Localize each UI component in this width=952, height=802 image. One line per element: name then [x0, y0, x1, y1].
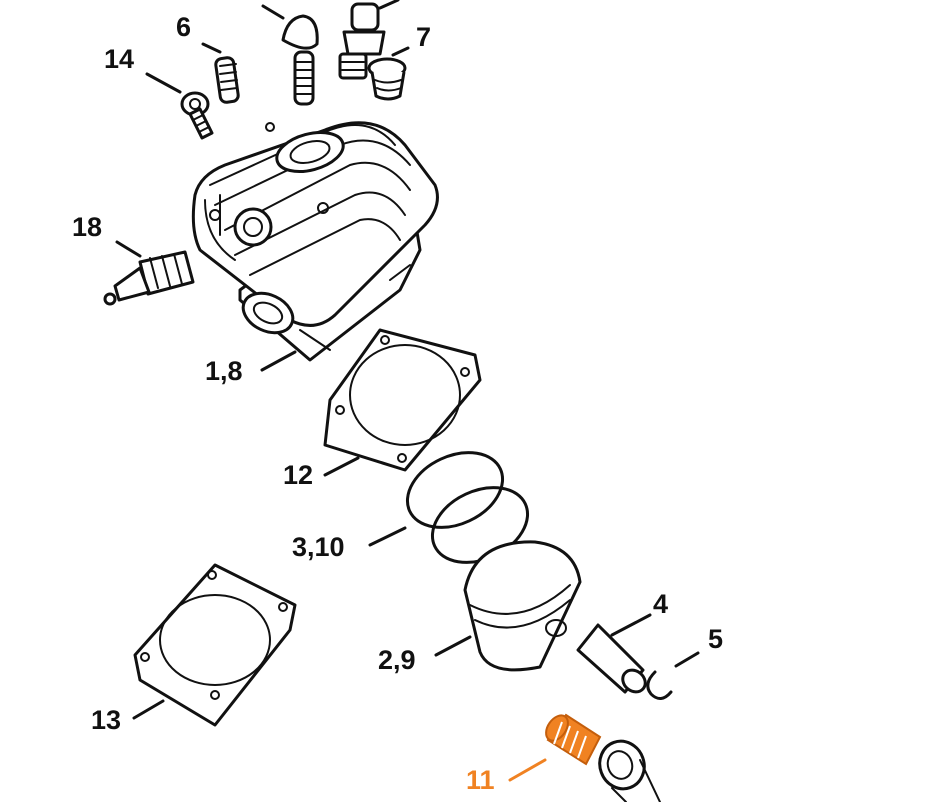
part-4-piston-pin[interactable] [576, 623, 650, 696]
part-6-stud[interactable] [214, 56, 240, 104]
callout-1-8: 1,8 [205, 356, 243, 386]
callout-13: 13 [91, 705, 122, 735]
callout-18: 18 [72, 212, 103, 242]
callout-2-9: 2,9 [378, 645, 416, 675]
part-12-cylinder-gasket[interactable] [323, 328, 482, 472]
callout-3-10: 3,10 [292, 532, 345, 562]
callout-14: 14 [104, 44, 135, 74]
callout-7: 7 [416, 22, 432, 52]
part-2-9-piston[interactable] [463, 540, 582, 672]
part-5-circlip[interactable] [646, 670, 673, 700]
part-14-screw[interactable] [180, 91, 214, 140]
part-decompression-valve[interactable] [338, 2, 386, 80]
part-11-needle-cage[interactable] [542, 711, 602, 766]
connecting-rod [598, 739, 661, 802]
part-18-spark-plug[interactable] [103, 250, 195, 306]
callout-5: 5 [708, 624, 724, 654]
callout-11: 11 [466, 765, 495, 795]
callout-6: 6 [176, 12, 192, 42]
part-7-plug[interactable] [367, 57, 407, 101]
part-13-crankcase-gasket[interactable] [133, 563, 297, 727]
leader-lines [115, 0, 700, 782]
callout-4: 4 [653, 589, 669, 619]
callout-12: 12 [283, 460, 314, 490]
part-stud-with-cap[interactable] [281, 14, 319, 106]
part-1-8-cylinder[interactable] [191, 121, 439, 362]
